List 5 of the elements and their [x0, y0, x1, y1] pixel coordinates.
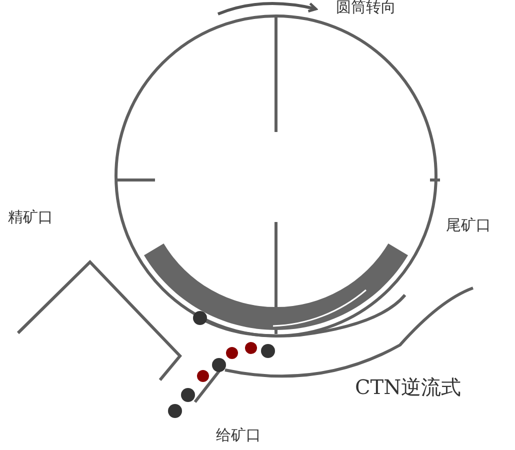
- tailings-outlet-label: 尾矿口: [446, 218, 491, 233]
- concentrate-outlet-label: 精矿口: [8, 210, 53, 225]
- rotation-label: 圆筒转向: [336, 0, 396, 15]
- feed-inlet-label: 给矿口: [216, 428, 261, 443]
- separator-type-label: CTN逆流式: [355, 374, 462, 401]
